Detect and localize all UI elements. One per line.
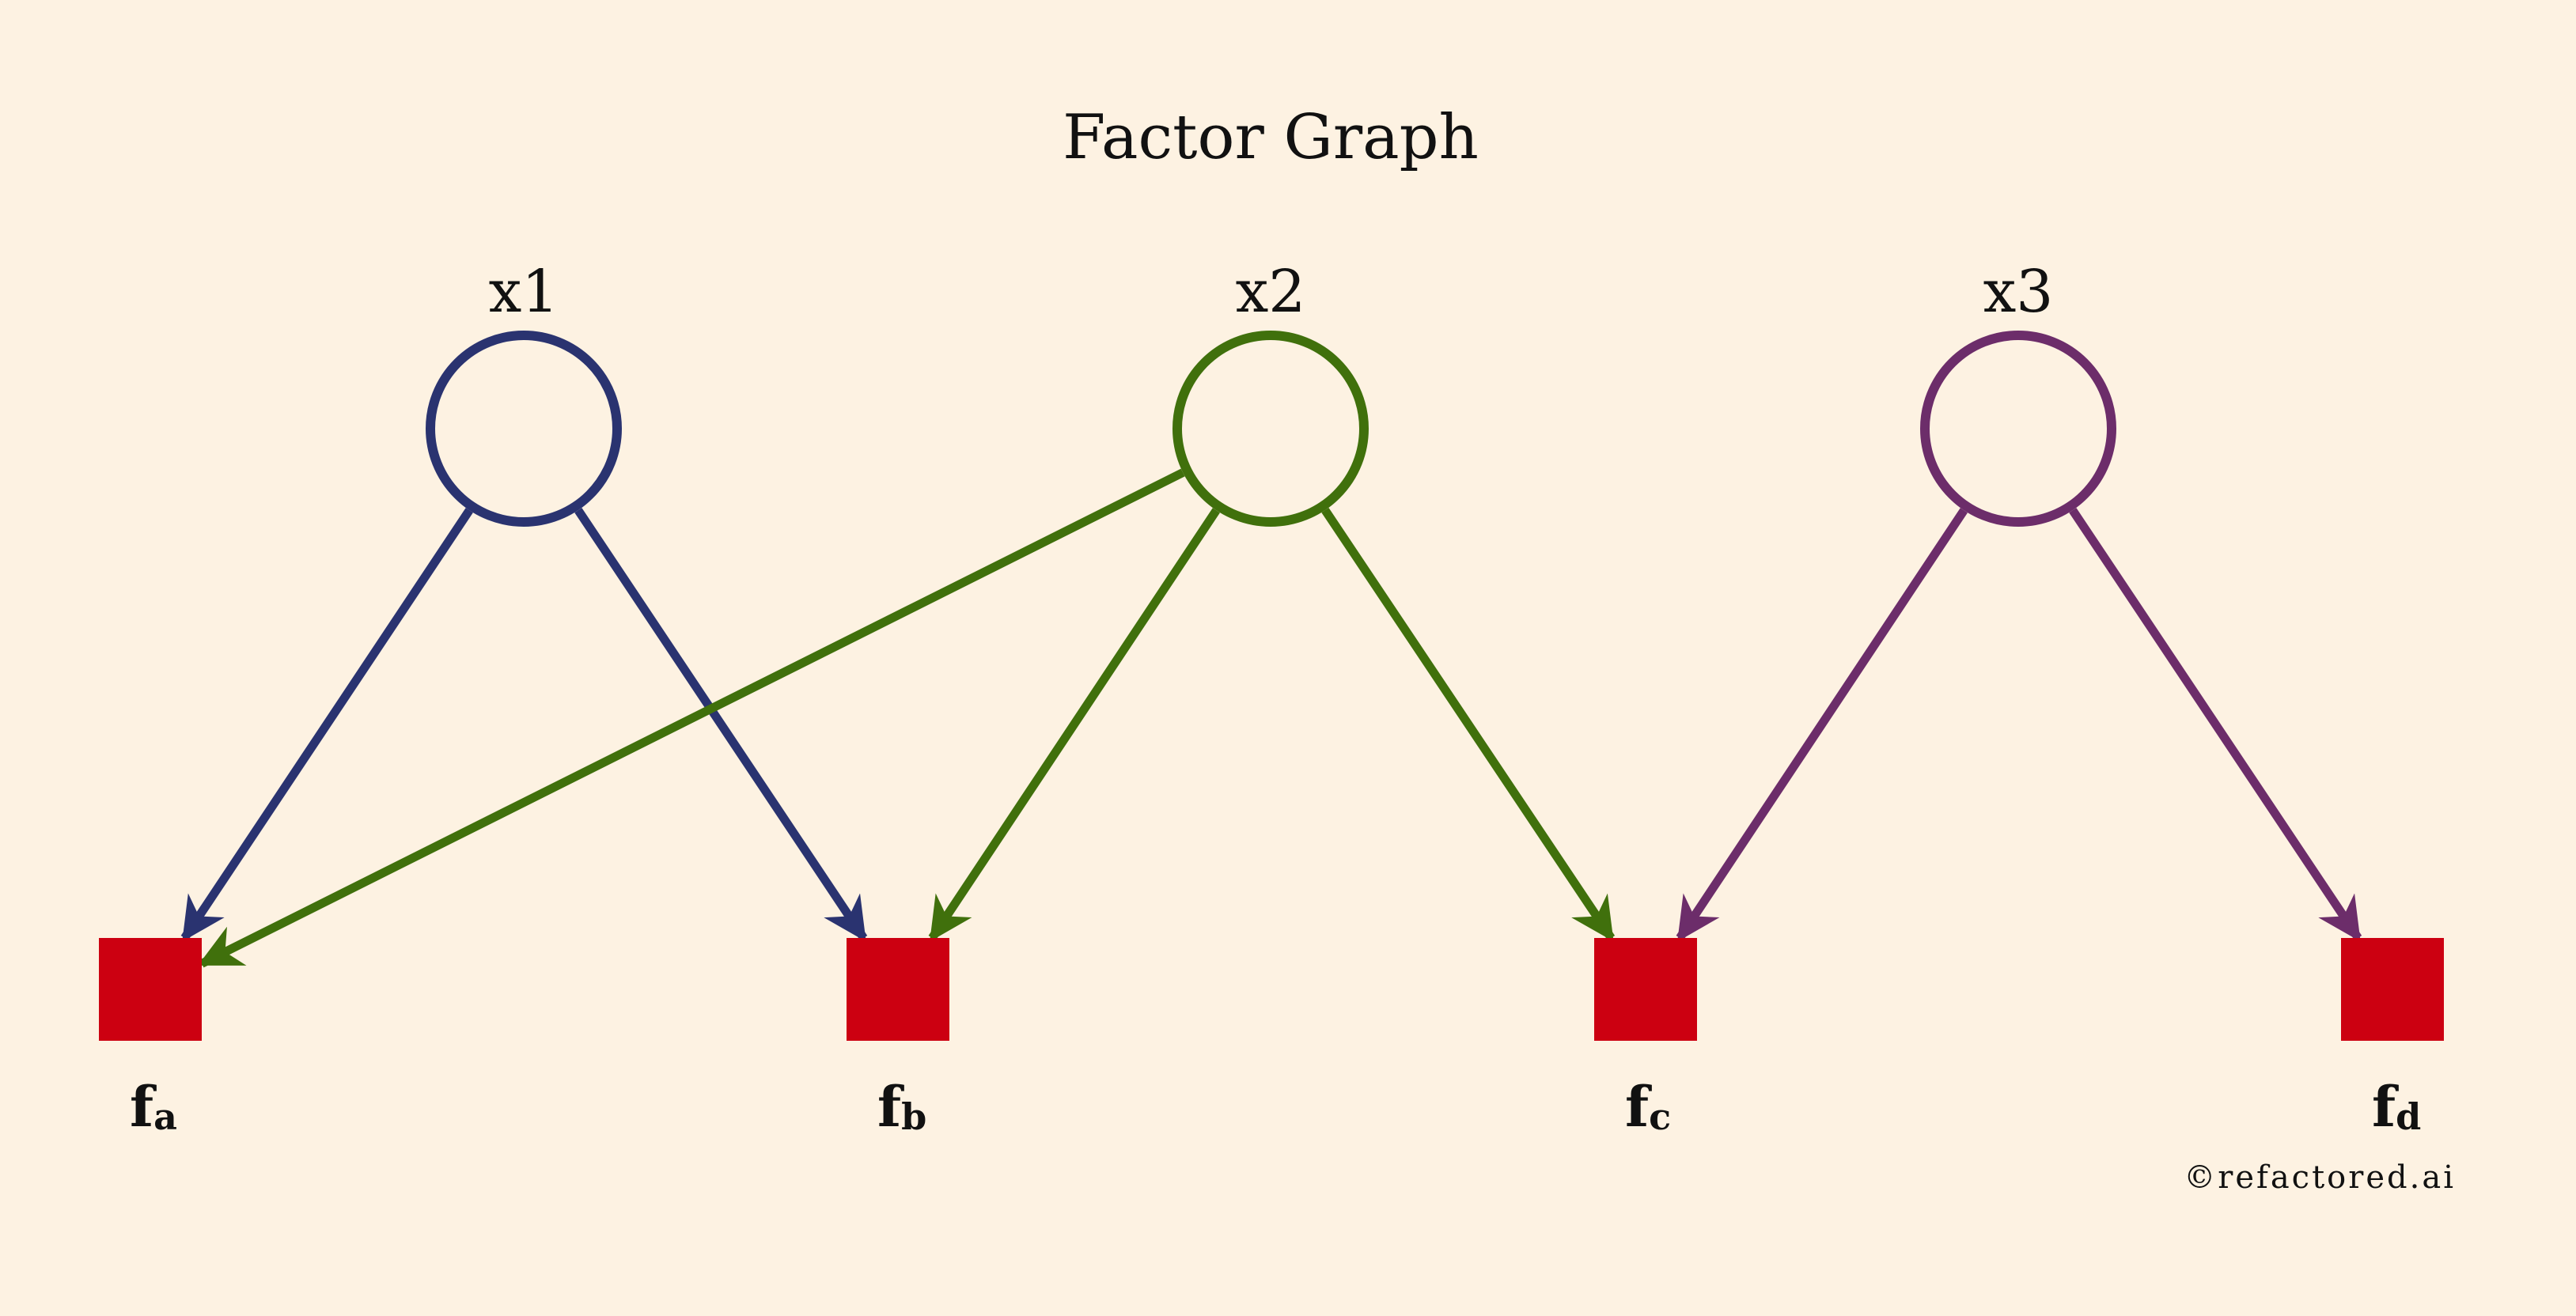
factor-label-fb: fb bbox=[877, 1074, 926, 1140]
factors-layer: fa fb fc fd bbox=[99, 938, 2444, 1140]
factor-node-fd: fd bbox=[2341, 938, 2444, 1140]
factor-square-fd bbox=[2341, 938, 2444, 1041]
factor-label-fd: fd bbox=[2372, 1074, 2421, 1140]
edges-layer bbox=[180, 468, 2362, 968]
variable-label-x3: x3 bbox=[1983, 258, 2054, 326]
edge-x1-fa bbox=[180, 508, 473, 942]
diagram-title: Factor Graph bbox=[1063, 102, 1479, 173]
factor-square-fb bbox=[847, 938, 949, 1041]
factor-node-fc: fc bbox=[1594, 938, 1697, 1140]
edge-x2-fc bbox=[1321, 508, 1616, 942]
factor-square-fa bbox=[99, 938, 202, 1041]
factor-node-fa: fa bbox=[99, 938, 202, 1140]
factor-label-fc: fc bbox=[1625, 1074, 1671, 1140]
variable-circle-x2 bbox=[1172, 331, 1369, 527]
factor-label-fa: fa bbox=[130, 1074, 177, 1140]
variables-layer: x1 x2 x3 bbox=[426, 258, 2116, 527]
variable-label-x1: x1 bbox=[489, 258, 559, 326]
factor-subscript-fd: d bbox=[2396, 1095, 2421, 1138]
variable-circle-x1 bbox=[426, 331, 622, 527]
factor-subscript-fc: c bbox=[1649, 1095, 1671, 1138]
edge-x1-fb bbox=[574, 508, 868, 942]
variable-circle-x3 bbox=[1920, 331, 2116, 527]
watermark: ©refactored.ai bbox=[2184, 1159, 2456, 1196]
edge-x3-fd bbox=[2069, 508, 2362, 942]
factor-subscript-fa: a bbox=[153, 1095, 177, 1138]
variable-node-x1: x1 bbox=[426, 258, 622, 527]
variable-label-x2: x2 bbox=[1236, 258, 1306, 326]
variable-node-x3: x3 bbox=[1920, 258, 2116, 527]
factor-subscript-fb: b bbox=[901, 1095, 926, 1138]
edge-x2-fa bbox=[198, 468, 1185, 968]
edge-x3-fc bbox=[1676, 508, 1968, 942]
variable-node-x2: x2 bbox=[1172, 258, 1369, 527]
factor-node-fb: fb bbox=[847, 938, 949, 1140]
edge-x2-fb bbox=[928, 508, 1220, 942]
factor-square-fc bbox=[1594, 938, 1697, 1041]
